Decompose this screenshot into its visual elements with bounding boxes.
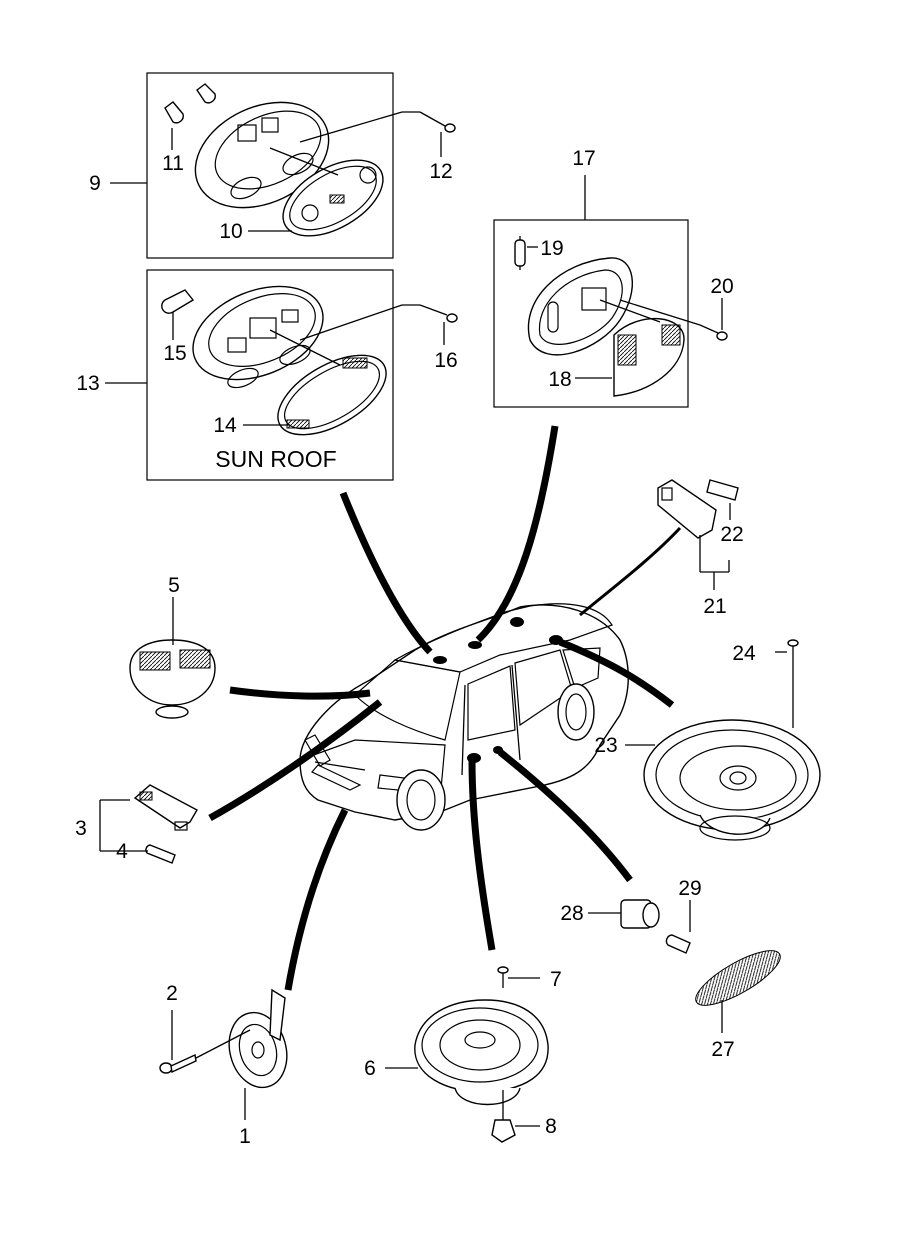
bulb-icon bbox=[145, 844, 176, 864]
callout-11: 11 bbox=[162, 152, 184, 175]
callout-14: 14 bbox=[213, 414, 237, 437]
side-marker-lens-icon bbox=[695, 950, 781, 1006]
callout-16: 16 bbox=[434, 349, 457, 372]
bulb-icon bbox=[665, 934, 691, 954]
callout-29: 29 bbox=[678, 877, 701, 900]
callout-19: 19 bbox=[540, 237, 563, 260]
callout-24: 24 bbox=[732, 642, 756, 665]
callout-17: 17 bbox=[572, 147, 595, 170]
callout-12: 12 bbox=[429, 160, 452, 183]
license-lamp-icon bbox=[657, 479, 717, 539]
door-speaker-icon bbox=[414, 999, 549, 1106]
callout-2: 2 bbox=[166, 982, 178, 1005]
dome-lamp-lens-icon bbox=[282, 159, 384, 237]
callout-8: 8 bbox=[545, 1115, 557, 1138]
sunroof-caption: SUN ROOF bbox=[215, 446, 336, 472]
callout-1: 1 bbox=[239, 1125, 251, 1148]
callout-21: 21 bbox=[703, 595, 726, 618]
dome-lamp-housing-icon bbox=[194, 101, 330, 209]
screw-icon bbox=[497, 966, 509, 988]
screw-icon bbox=[787, 639, 799, 660]
callout-28: 28 bbox=[560, 902, 583, 925]
tweeter-icon bbox=[129, 639, 216, 719]
screw-icon bbox=[419, 304, 458, 323]
callout-6: 6 bbox=[364, 1057, 376, 1080]
rear-speaker-icon bbox=[643, 719, 821, 841]
screw-icon bbox=[699, 324, 728, 341]
dome-lamp-box bbox=[110, 72, 456, 259]
horn-icon bbox=[228, 988, 288, 1089]
sunroof-lamp-box bbox=[105, 269, 458, 481]
leader-lines bbox=[208, 425, 682, 991]
callout-9: 9 bbox=[89, 172, 101, 195]
callout-3: 3 bbox=[75, 817, 87, 840]
bulb-icon bbox=[514, 236, 526, 270]
callout-7: 7 bbox=[550, 968, 562, 991]
callout-15: 15 bbox=[163, 342, 186, 365]
map-lamp-lens-icon bbox=[613, 317, 685, 397]
callout-27: 27 bbox=[711, 1038, 734, 1061]
callout-18: 18 bbox=[548, 368, 571, 391]
bulb-icon bbox=[161, 289, 195, 314]
courtesy-lamp-icon bbox=[133, 784, 198, 831]
sunroof-lamp-housing-icon bbox=[192, 285, 324, 389]
callout-10: 10 bbox=[219, 220, 242, 243]
callout-23: 23 bbox=[594, 734, 617, 757]
car-icon bbox=[299, 603, 629, 831]
bulb-icon bbox=[164, 83, 216, 124]
callout-4: 4 bbox=[116, 840, 128, 863]
clip-nut-icon bbox=[491, 1119, 516, 1143]
callout-22: 22 bbox=[720, 523, 743, 546]
bulb-icon bbox=[706, 479, 739, 501]
callout-5: 5 bbox=[168, 574, 180, 597]
callout-13: 13 bbox=[76, 372, 99, 395]
map-lamp-housing-icon bbox=[527, 257, 634, 356]
screw-icon bbox=[419, 111, 456, 133]
bolt-icon bbox=[159, 1053, 197, 1074]
side-marker-socket-icon bbox=[620, 899, 660, 929]
callout-20: 20 bbox=[710, 275, 733, 298]
map-lamp-box bbox=[493, 175, 728, 408]
